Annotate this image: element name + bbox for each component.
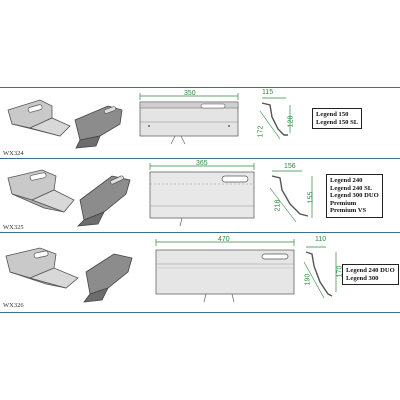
wx325-front-view [149, 163, 255, 227]
model-name: Legend 240 DUO [346, 267, 395, 274]
wx325-height-dimension: 155 [307, 191, 315, 204]
wx324-model-list: Legend 150 Legend 150 SL [312, 108, 363, 130]
wx324-code-label: WX324 [3, 150, 24, 157]
wx325-code-label: WX325 [3, 224, 24, 231]
model-name: Premium [330, 199, 357, 207]
model-name: Legend 240 SL [330, 184, 373, 192]
row-divider-top [0, 87, 400, 88]
model-name: Legend 300 DUO [330, 192, 379, 200]
model-name: Legend 300 [346, 274, 379, 282]
wx324-depth-dimension: 115 [262, 89, 274, 96]
model-name: Legend 240 [330, 177, 363, 184]
row-divider [0, 232, 400, 233]
wx325-model-list: Legend 240 Legend 240 SL Legend 300 DUO … [326, 174, 383, 218]
wx325-perspective-drawing [7, 169, 131, 227]
wx326-length-dimension: 470 [218, 236, 230, 243]
row-divider [0, 158, 400, 159]
wx324-height-dimension: 128 [287, 115, 295, 128]
wx326-perspective-drawing [5, 247, 133, 303]
model-name: Legend 150 [316, 111, 349, 118]
model-name: Premium VS [330, 207, 367, 215]
wx324-length-dimension: 350 [184, 90, 196, 97]
wx324-side-profile [259, 97, 291, 140]
wx324-front-view [139, 93, 239, 145]
wx326-side-profile [303, 246, 337, 299]
row-divider-bottom [0, 312, 400, 313]
wx325-length-dimension: 365 [196, 160, 208, 167]
wx326-front-view [155, 239, 295, 303]
wx326-diagonal-dimension: 190 [304, 273, 312, 286]
model-name: Legend 150 SL [316, 118, 359, 126]
wx325-depth-dimension: 156 [284, 163, 296, 170]
wx325-side-profile [269, 170, 313, 223]
wx324-diagonal-dimension: 172 [257, 125, 265, 138]
wx326-code-label: WX326 [3, 302, 24, 309]
wx324-perspective-drawing [7, 99, 123, 149]
wx325-diagonal-dimension: 218 [274, 199, 282, 212]
wx326-model-list: Legend 240 DUO Legend 300 [342, 264, 399, 286]
wx326-depth-dimension: 110 [315, 236, 327, 243]
